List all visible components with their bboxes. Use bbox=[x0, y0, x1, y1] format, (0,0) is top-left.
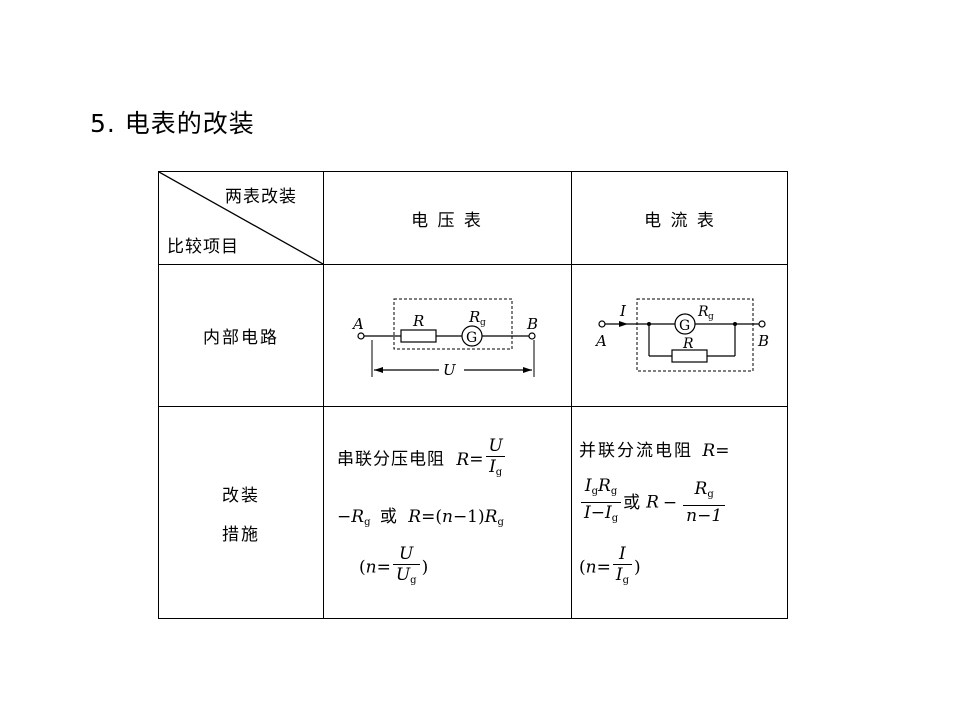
volt-method-n: n bbox=[441, 507, 453, 527]
volt-method-line2: −Rg 或 R=(n−1)Rg bbox=[337, 502, 504, 528]
volt-frac2-num: U bbox=[399, 544, 414, 564]
volt-method-rg-sub: g bbox=[364, 517, 371, 528]
volt-label-rg-sub: g bbox=[480, 318, 486, 328]
volt-label-g: G bbox=[466, 330, 477, 346]
amm-label-g: G bbox=[679, 318, 690, 334]
col-divider-1 bbox=[323, 172, 324, 618]
volt-frac-den: I bbox=[489, 457, 496, 477]
amm-method-or: 或 bbox=[623, 492, 643, 513]
amm-frac2-num-sub: g bbox=[707, 489, 714, 500]
col-divider-2 bbox=[571, 172, 572, 618]
amm-method-eq: = bbox=[715, 441, 730, 461]
volt-frac-den-sub: g bbox=[495, 467, 503, 478]
amm-frac-num-i-sub: g bbox=[591, 486, 598, 497]
volt-method-n2: n bbox=[365, 557, 377, 578]
row-label-method: 改装 措施 bbox=[159, 406, 323, 620]
volt-frac2-den-sub: g bbox=[410, 575, 417, 586]
volt-method-minus-one: −1) bbox=[452, 507, 485, 527]
amm-method-r: R bbox=[702, 441, 716, 461]
volt-method-minus: − bbox=[337, 507, 352, 527]
volt-method-rg2-sub: g bbox=[497, 517, 504, 528]
corner-diagonal bbox=[159, 172, 323, 264]
voltmeter-circuit-diagram: A B R R g G U bbox=[351, 298, 538, 379]
amm-frac2-num: R bbox=[694, 479, 708, 499]
row-divider-1 bbox=[159, 264, 787, 265]
corner-bottom-label: 比较项目 bbox=[167, 237, 239, 257]
amm-frac3-num: I bbox=[619, 544, 626, 564]
volt-method-r2: R bbox=[408, 507, 422, 527]
row-label-method-line2: 措施 bbox=[222, 525, 260, 545]
volt-frac-num: U bbox=[488, 436, 503, 456]
amm-label-r: R bbox=[682, 336, 694, 352]
amm-label-rg-sub: g bbox=[708, 312, 714, 322]
volt-label-a: A bbox=[351, 315, 364, 333]
amm-method-prefix: 并联分流电阻 bbox=[579, 441, 693, 461]
ammeter-circuit-diagram: A B I R R g G bbox=[594, 298, 769, 372]
row-divider-2 bbox=[159, 406, 787, 407]
amm-method-eq2: = bbox=[596, 557, 611, 578]
amm-label-rg: R bbox=[697, 304, 709, 320]
row-label-method-line1: 改装 bbox=[222, 486, 260, 506]
corner-top-label: 两表改装 bbox=[225, 187, 297, 207]
volt-method-or: 或 bbox=[379, 507, 399, 527]
volt-method-rg: R bbox=[351, 507, 365, 527]
header-ammeter: 电 流 表 bbox=[644, 210, 716, 231]
amm-frac-num-r: R bbox=[598, 476, 611, 496]
volt-label-u: U bbox=[443, 361, 457, 379]
volt-label-rg: R bbox=[468, 308, 480, 326]
amm-frac-num-r-sub: g bbox=[610, 486, 618, 497]
volt-method-paren-open: ( bbox=[359, 557, 366, 578]
volt-frac2-den: U bbox=[395, 565, 411, 585]
row-label-circuit: 内部电路 bbox=[203, 327, 279, 348]
volt-method-rg2: R bbox=[484, 507, 498, 527]
amm-frac-num-i: I bbox=[584, 476, 592, 496]
comparison-table: 两表改装 比较项目 电 压 表 电 流 表 内部电路 改装 措施 A B R R… bbox=[158, 171, 788, 619]
header-voltmeter: 电 压 表 bbox=[411, 210, 483, 231]
volt-method-paren-close: ) bbox=[421, 557, 429, 578]
amm-method-fraction2: Rg n−1 bbox=[683, 479, 726, 526]
volt-label-b: B bbox=[526, 315, 538, 333]
amm-frac2-den: n−1 bbox=[683, 505, 726, 526]
amm-method-r2: R bbox=[646, 492, 659, 513]
amm-label-b: B bbox=[757, 332, 769, 350]
amm-method-line1: 并联分流电阻 R= bbox=[579, 436, 729, 461]
amm-method-paren-open: ( bbox=[579, 557, 586, 578]
amm-label-a: A bbox=[594, 332, 607, 350]
volt-method-prefix: 串联分压电阻 bbox=[337, 449, 445, 470]
volt-method-eq3: = bbox=[376, 557, 391, 578]
page-heading: 5. 电表的改装 bbox=[90, 109, 255, 138]
volt-method-eq: = bbox=[469, 449, 484, 470]
volt-label-r: R bbox=[412, 312, 424, 330]
amm-label-i: I bbox=[619, 302, 627, 320]
amm-method-n: n bbox=[585, 557, 597, 578]
amm-frac3-den: I bbox=[615, 565, 623, 585]
volt-method-r: R bbox=[456, 449, 470, 470]
amm-method-minus: − bbox=[662, 492, 678, 513]
amm-frac-den: I−I bbox=[584, 503, 612, 523]
amm-frac-den-sub: g bbox=[611, 513, 619, 524]
volt-method-eq2: =( bbox=[421, 507, 442, 527]
amm-frac3-den-sub: g bbox=[622, 575, 629, 586]
amm-method-paren-close: ) bbox=[633, 557, 641, 578]
